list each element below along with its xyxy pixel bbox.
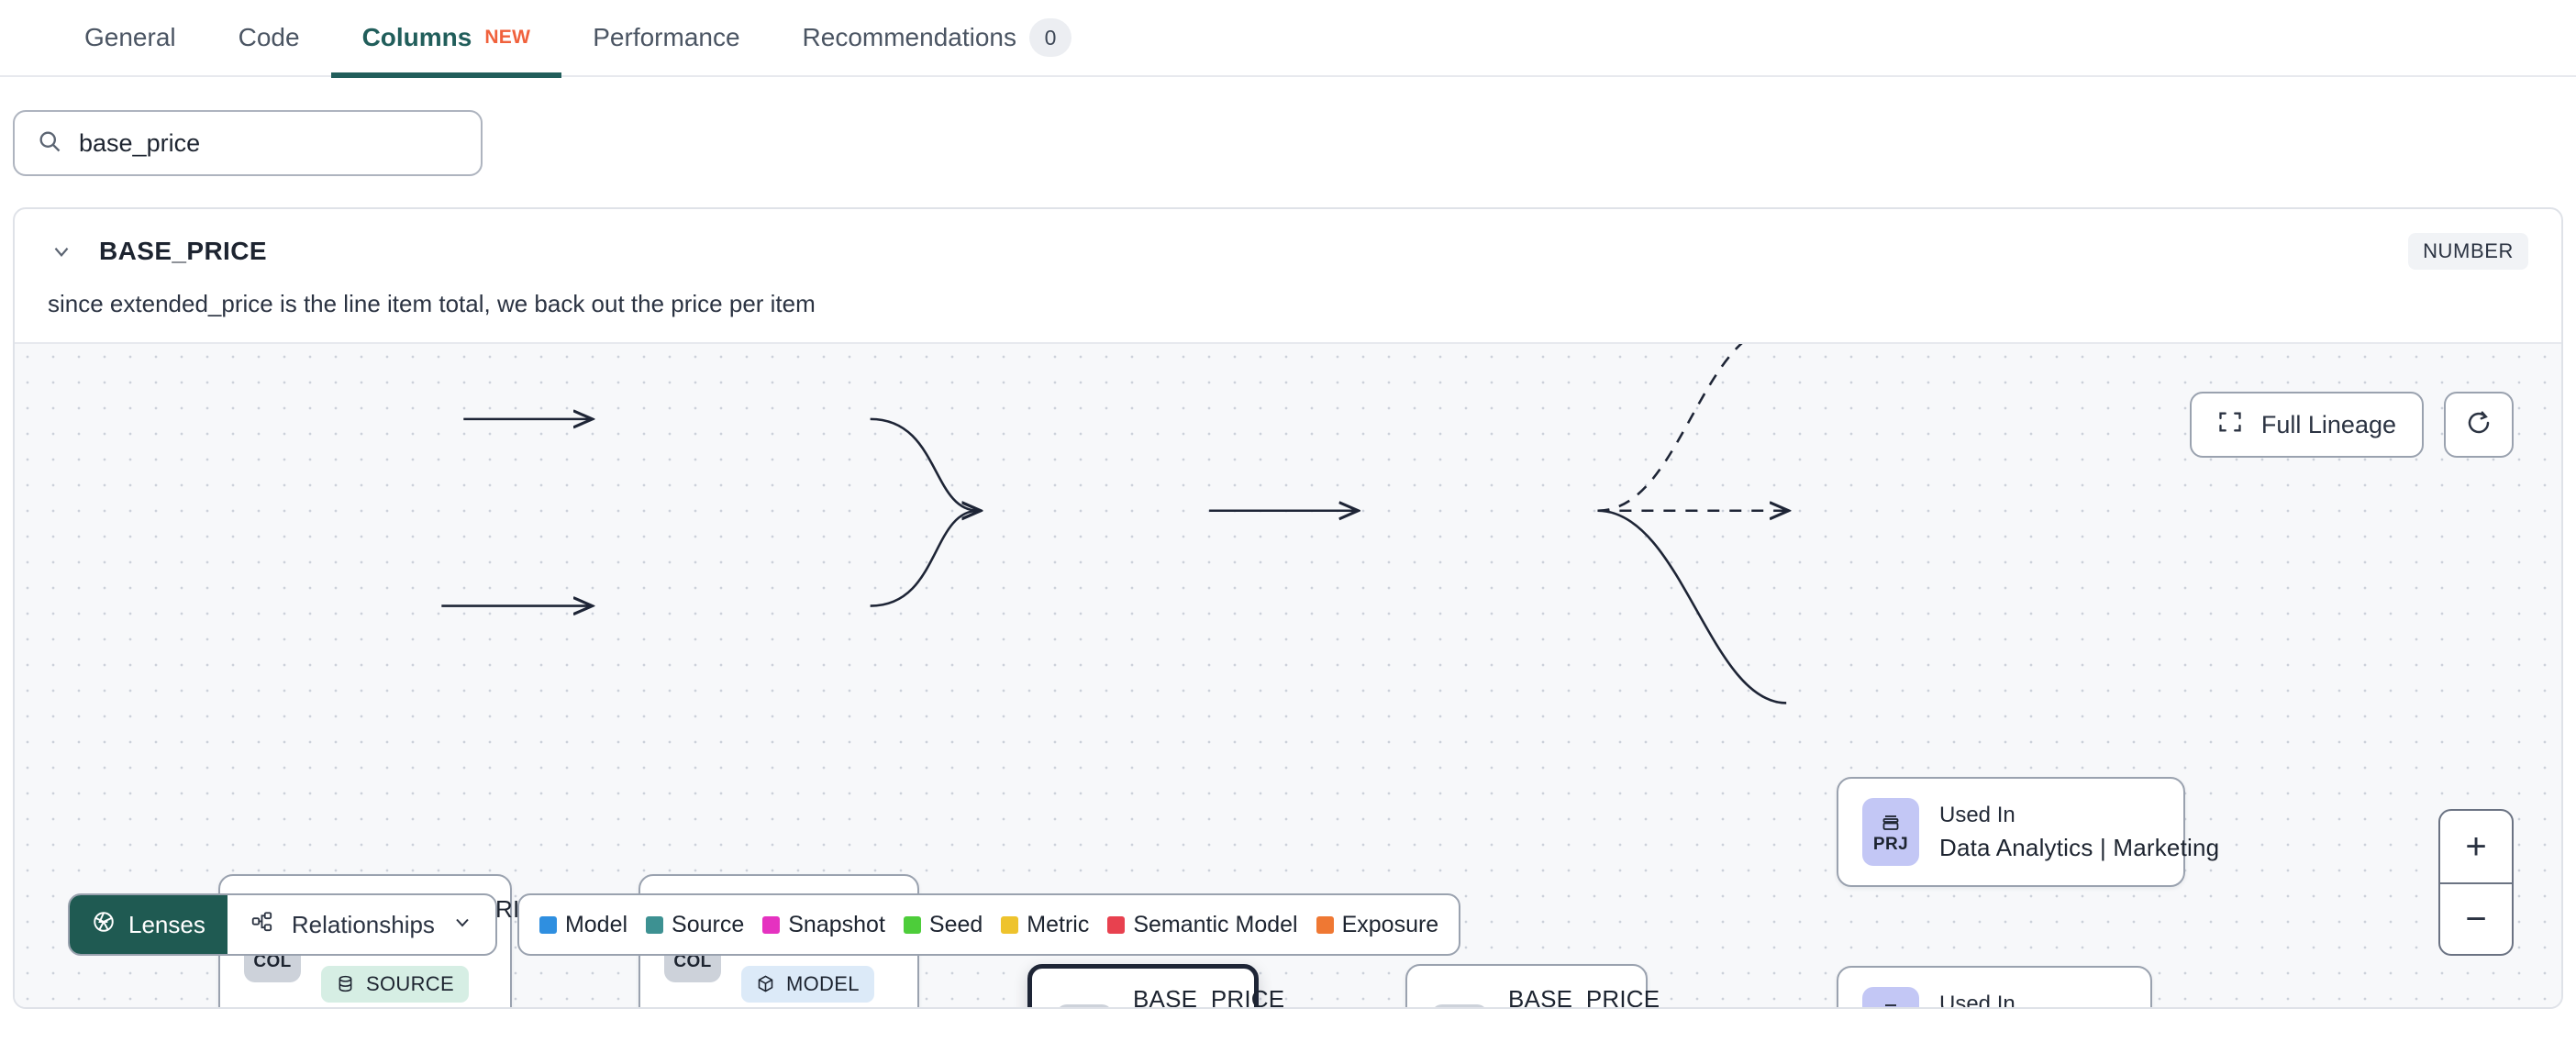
column-header: BASE_PRICE NUMBER [15,209,2561,270]
legend-label: Snapshot [788,911,885,937]
node-kind-label: MODEL [786,971,860,995]
tab-bar: General Code Columns NEW Performance Rec… [0,0,2576,78]
column-icon: COL [1056,1004,1113,1007]
lineage-edges [441,344,2561,704]
node-kind-badge: SOURCE [321,965,469,1003]
zoom-out-button[interactable]: − [2440,882,2512,954]
full-lineage-button[interactable]: Full Lineage [2189,392,2424,458]
legend-swatch [1107,915,1126,934]
tab-label: Columns [361,23,472,51]
tab-label: Recommendations [802,23,1016,51]
legend-item-seed: Seed [903,911,983,938]
node-icon-tag: PRJ [1872,834,1909,854]
legend-label: Exposure [1341,911,1439,937]
tab-columns[interactable]: Columns NEW [330,0,562,78]
graph-nodes-icon [250,910,275,940]
lineage-legend: Model Source Snapshot Seed Metric [516,893,1461,956]
column-type-badge: NUMBER [2408,233,2528,270]
recommendations-count-badge: 0 [1029,18,1071,57]
refresh-icon [2465,409,2493,441]
legend-item-snapshot: Snapshot [762,912,885,938]
lineage-node[interactable]: COL BASE_PRICE fct_order_items MODEL [1405,964,1660,1007]
legend-label: Model [564,911,628,937]
refresh-button[interactable] [2444,392,2514,458]
tab-new-badge: NEW [484,27,531,48]
legend-label: Source [672,911,745,937]
node-kind-badge: MODEL [741,965,874,1003]
legend-item-exposure: Exposure [1316,911,1439,938]
legend-item-metric: Metric [1001,912,1089,938]
tab-performance[interactable]: Performance [561,0,771,76]
lenses-group: Lenses Relationships [68,893,497,956]
page-title: BASE_PRICE [99,237,267,265]
expand-corners-icon [2217,409,2243,441]
legend-swatch [1316,915,1334,934]
lenses-button[interactable]: Lenses [70,895,228,954]
relationships-dropdown[interactable]: Relationships [228,895,495,954]
column-icon: COL [1431,1004,1488,1007]
node-title: BASE_PRICE [1508,984,1660,1008]
lenses-label: Lenses [128,910,205,938]
column-description: since extended_price is the line item to… [48,290,816,317]
chevron-down-icon [451,911,473,939]
node-subtitle: Data Analytics | Marketing [1939,833,2220,861]
tab-recommendations[interactable]: Recommendations 0 [772,0,1103,76]
node-icon-tag: COL [253,951,292,971]
legend-swatch [539,915,557,934]
column-detail-card: BASE_PRICE NUMBER since extended_price i… [13,207,2563,1009]
project-icon: PRJ [1862,987,1919,1007]
node-icon-tag: COL [673,951,712,971]
lineage-node-project[interactable]: PRJ Used In Data Analytics | Marketing [1837,777,2219,887]
aperture-icon [92,910,116,940]
search-box[interactable] [13,110,483,176]
node-title: Used In [1939,991,2015,1008]
search-input[interactable] [79,128,459,158]
relationships-label: Relationships [291,910,435,938]
legend-swatch [1001,915,1019,934]
tab-code[interactable]: Code [207,0,331,76]
node-title: BASE_PRICE [1133,984,1285,1008]
legend-item-model: Model [539,912,627,938]
legend-label: Semantic Model [1133,911,1298,937]
canvas-bottom-controls: Lenses Relationships [68,893,1461,956]
tab-general[interactable]: General [53,0,207,76]
zoom-controls: + − [2438,809,2514,956]
lineage-node-project[interactable]: PRJ Used In Data Analytics | Sales [1837,966,2152,1007]
search-area [0,77,2576,176]
tab-label: Performance [593,23,740,51]
tab-label: Code [238,23,300,51]
legend-swatch [762,915,781,934]
chevron-down-icon[interactable] [48,238,75,265]
node-title: Used In [1939,802,2015,827]
lineage-node-selected[interactable]: COL BASE_PRICE order_items MODEL [1027,964,1284,1007]
node-kind-label: SOURCE [366,971,454,995]
legend-item-source: Source [646,912,744,938]
legend-label: Seed [928,911,983,937]
canvas-top-controls: Full Lineage [2189,392,2514,458]
legend-swatch [646,915,664,934]
full-lineage-label: Full Lineage [2260,410,2396,438]
legend-swatch [903,915,921,934]
legend-label: Metric [1027,911,1090,937]
search-icon [37,128,62,159]
zoom-in-button[interactable]: + [2465,826,2487,867]
project-icon: PRJ [1862,798,1919,866]
legend-item-semantic-model: Semantic Model [1107,911,1298,938]
tab-label: General [84,23,176,51]
